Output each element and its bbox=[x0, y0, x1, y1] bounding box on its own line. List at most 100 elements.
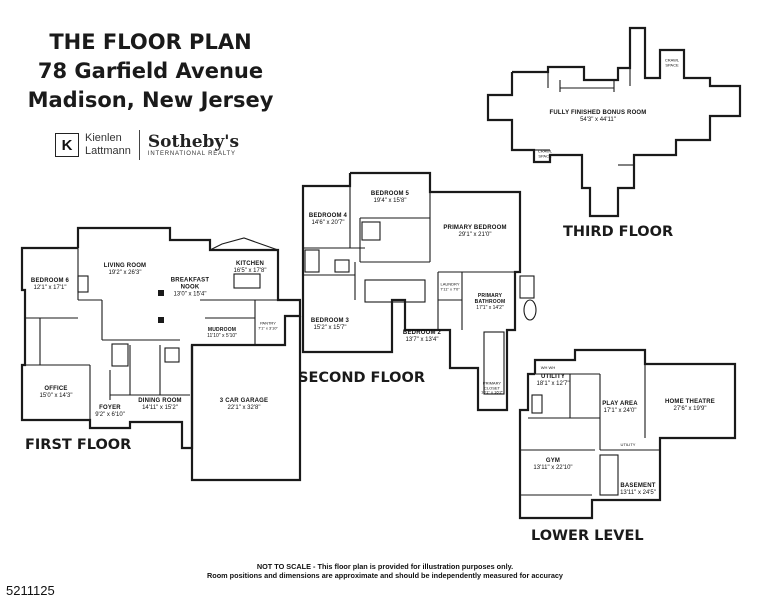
room-bedroom-5: BEDROOM 5 19'4" x 15'8" bbox=[371, 191, 409, 205]
room-crawl-space: CRAWL SPACE bbox=[664, 57, 680, 68]
room-dimensions: 7'11" x 7'0" bbox=[440, 286, 460, 291]
room-name: MUDROOM bbox=[207, 327, 237, 333]
room-name: BEDROOM 2 bbox=[402, 330, 442, 336]
listing-id: 5211125 bbox=[6, 583, 55, 598]
title-line-1: THE FLOOR PLAN bbox=[49, 30, 252, 54]
disclaimer-line-1: NOT TO SCALE - This floor plan is provid… bbox=[256, 562, 514, 571]
partner-subtitle: INTERNATIONAL REALTY bbox=[147, 151, 236, 157]
room-crawl-space-2: CRAWL SPACE bbox=[537, 148, 553, 159]
logo-divider bbox=[138, 130, 140, 160]
room-primary-bedroom: PRIMARY BEDROOM 29'1" x 21'0" bbox=[443, 225, 506, 239]
room-bonus-room: FULLY FINISHED BONUS ROOM 54'3" x 44'11" bbox=[549, 110, 646, 124]
partner-name: Sotheby's bbox=[147, 132, 240, 152]
room-basement: BASEMENT 13'11" x 24'5" bbox=[620, 483, 656, 497]
room-dimensions: 15'0" x 14'3" bbox=[39, 393, 73, 399]
room-dimensions: 17'1" x 14'2" bbox=[476, 305, 504, 311]
room-primary-bathroom: PRIMARY BATHROOM 17'1" x 14'2" bbox=[475, 293, 506, 311]
room-name: LIVING ROOM bbox=[103, 263, 147, 269]
room-name-line-2: CLOSET bbox=[483, 384, 500, 390]
room-dimensions: 14'6" x 20'7" bbox=[311, 220, 345, 226]
room-name: FOYER bbox=[99, 405, 121, 411]
room-breakfast-nook: BREAKFAST NOOK 13'0" x 15'4" bbox=[171, 278, 209, 299]
room-name-line-2: BATHROOM bbox=[474, 299, 506, 305]
brokerage-name-line-1: Kienlen bbox=[85, 132, 122, 144]
room-utility-small: UTILITY bbox=[620, 441, 636, 448]
room-name: KITCHEN bbox=[235, 261, 265, 267]
room-laundry: LAUNDRY 7'11" x 7'0" bbox=[440, 281, 460, 292]
room-name: PRIMARY BEDROOM bbox=[443, 225, 507, 231]
room-dimensions: 14'11" x 15'2" bbox=[142, 405, 178, 411]
first-floor-label: FIRST FLOOR bbox=[25, 437, 132, 453]
lower-level-interior bbox=[520, 364, 660, 496]
room-name: UTILITY bbox=[620, 441, 636, 447]
room-name: DINING ROOM bbox=[138, 398, 182, 404]
third-floor-interior bbox=[534, 68, 725, 166]
third-floor-label: THIRD FLOOR bbox=[563, 224, 674, 240]
plan-title: THE FLOOR PLAN 78 Garfield Avenue Madiso… bbox=[18, 28, 283, 115]
second-floor-walls bbox=[301, 171, 522, 412]
room-bedroom-4: BEDROOM 4 14'6" x 20'7" bbox=[309, 213, 347, 227]
column-posts bbox=[158, 290, 164, 323]
room-name-line-2: SPACE bbox=[665, 62, 679, 67]
room-name-line-2: NOOK bbox=[180, 284, 200, 291]
second-floor-interior bbox=[303, 186, 537, 395]
room-pantry: PANTRY 7'1" x 3'10" bbox=[258, 320, 278, 331]
room-dimensions: 18'1" x 12'7" bbox=[536, 381, 570, 387]
room-dimensions: 54'3" x 44'11" bbox=[580, 117, 616, 123]
room-name: PLAY AREA bbox=[602, 401, 638, 407]
room-name: HOME THEATRE bbox=[665, 399, 715, 405]
room-primary-closet: PRIMARY CLOSET 10'1" x 16'2" bbox=[481, 381, 503, 395]
room-dimensions: 29'1" x 21'0" bbox=[458, 232, 492, 238]
room-dimensions: 19'2" x 26'3" bbox=[108, 270, 142, 276]
brokerage-logo: K Kienlen Lattmann Sotheby's INTERNATION… bbox=[55, 129, 239, 161]
room-foyer: FOYER 9'2" x 6'10" bbox=[95, 405, 125, 419]
room-kitchen: KITCHEN 16'5" x 17'8" bbox=[234, 261, 267, 275]
room-gym: GYM 13'11" x 22'10" bbox=[533, 458, 572, 472]
room-garage: 3 CAR GARAGE 22'1" x 32'8" bbox=[220, 398, 268, 412]
room-dimensions: 13'11" x 22'10" bbox=[533, 465, 573, 471]
room-name: PRIMARY bbox=[477, 293, 503, 299]
room-dimensions: 19'4" x 15'8" bbox=[373, 198, 407, 204]
room-name: CRAWL bbox=[537, 148, 553, 154]
room-name: 3 CAR GARAGE bbox=[219, 398, 269, 404]
room-name: CRAWL bbox=[664, 57, 680, 63]
disclaimer-note: NOT TO SCALE - This floor plan is provid… bbox=[150, 562, 620, 580]
third-floor-walls bbox=[486, 26, 742, 218]
room-name: BREAKFAST bbox=[170, 277, 210, 284]
room-dimensions: 15'2" x 15'7" bbox=[313, 325, 347, 331]
room-name: BEDROOM 3 bbox=[310, 318, 350, 324]
room-dimensions: 7'1" x 3'10" bbox=[258, 325, 278, 330]
room-dimensions: 17'1" x 24'0" bbox=[603, 408, 637, 414]
room-dimensions: 12'1" x 17'1" bbox=[33, 285, 67, 291]
room-dimensions: 13'11" x 24'5" bbox=[620, 490, 656, 496]
room-dimensions: 27'6" x 19'9" bbox=[673, 406, 707, 412]
room-name: LAUNDRY bbox=[440, 281, 460, 287]
room-name: PRIMARY bbox=[482, 380, 502, 386]
room-dimensions: 13'0" x 15'4" bbox=[173, 291, 207, 298]
room-name: BEDROOM 5 bbox=[370, 191, 410, 197]
lower-level-label: LOWER LEVEL bbox=[531, 528, 644, 544]
room-living-room: LIVING ROOM 19'2" x 26'3" bbox=[104, 263, 147, 277]
room-mudroom: MUDROOM 11'10" x 5'10" bbox=[207, 327, 237, 339]
brokerage-name-line-2: Lattmann bbox=[85, 145, 131, 157]
room-dimensions: 10'1" x 16'2" bbox=[481, 389, 503, 395]
room-name: BEDROOM 4 bbox=[308, 213, 348, 219]
room-bedroom-3: BEDROOM 3 15'2" x 15'7" bbox=[311, 318, 349, 332]
room-wh-wh: WH WH bbox=[540, 364, 556, 371]
room-name: WH WH bbox=[540, 364, 556, 370]
room-dimensions: 22'1" x 32'8" bbox=[227, 405, 261, 411]
room-dimensions: 9'2" x 6'10" bbox=[95, 412, 125, 418]
room-name-line-2: SPACE bbox=[538, 153, 552, 158]
room-bedroom-6: BEDROOM 6 12'1" x 17'1" bbox=[31, 278, 69, 292]
room-name: FULLY FINISHED BONUS ROOM bbox=[549, 110, 647, 116]
lower-level-walls bbox=[518, 348, 737, 520]
title-line-3: Madison, New Jersey bbox=[27, 88, 274, 112]
brokerage-name: Kienlen Lattmann bbox=[85, 132, 131, 158]
room-name: BEDROOM 6 bbox=[30, 278, 70, 284]
room-name: OFFICE bbox=[44, 386, 68, 392]
room-name: PANTRY bbox=[260, 320, 276, 326]
second-floor-label: SECOND FLOOR bbox=[298, 370, 425, 386]
room-dimensions: 16'5" x 17'8" bbox=[233, 268, 267, 274]
room-name: GYM bbox=[545, 458, 561, 464]
